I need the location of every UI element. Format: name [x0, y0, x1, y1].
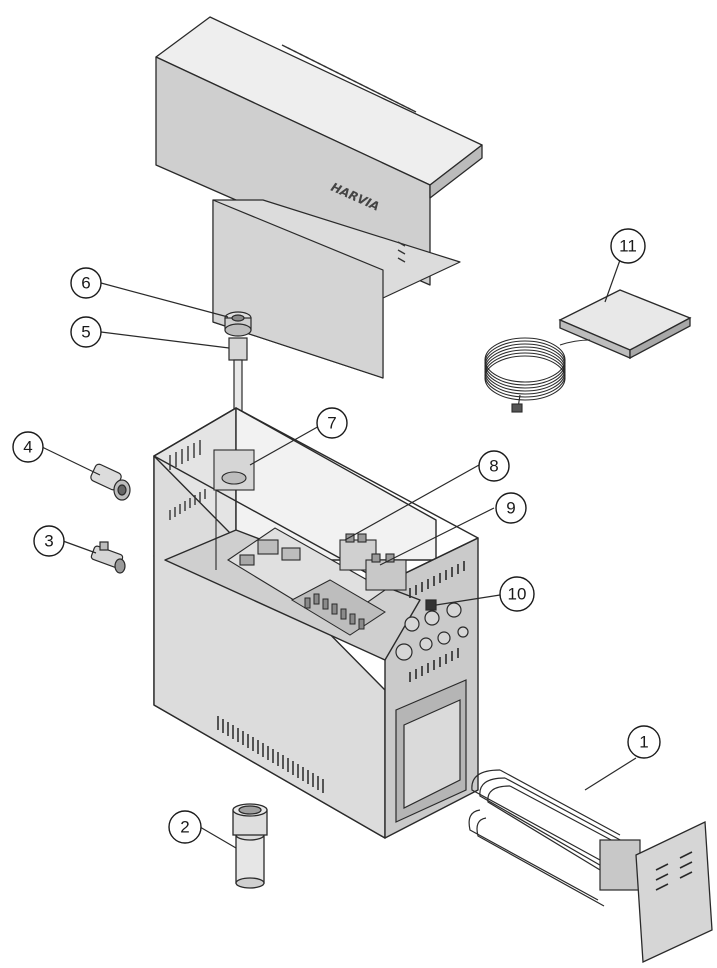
sensor-bracket [213, 449, 255, 570]
inner-panel [212, 199, 461, 379]
svg-text:4: 4 [23, 438, 32, 457]
sleeve [232, 803, 268, 889]
heating-element [468, 769, 641, 907]
svg-text:6: 6 [81, 274, 90, 293]
valve [90, 541, 126, 574]
svg-text:10: 10 [508, 585, 527, 604]
left-vents [169, 440, 206, 520]
control-cable [484, 337, 591, 413]
callout-7: 7 [316, 407, 348, 439]
callout-4: 4 [12, 431, 44, 463]
svg-text:11: 11 [619, 237, 637, 256]
right-panel-details [395, 561, 469, 823]
callout-1: 1 [627, 725, 661, 759]
callout-2: 2 [168, 810, 202, 844]
callout-3: 3 [33, 525, 65, 557]
callout-8: 8 [478, 450, 510, 482]
heater-flange [635, 820, 713, 963]
callout-11: 11 [610, 228, 646, 264]
top-cover [155, 16, 483, 286]
callout-5: 5 [70, 316, 102, 348]
svg-text:9: 9 [506, 499, 515, 518]
svg-text:8: 8 [489, 457, 498, 476]
svg-text:7: 7 [327, 414, 336, 433]
callout-10: 10 [499, 576, 535, 612]
callout-6: 6 [70, 267, 102, 299]
svg-text:5: 5 [81, 323, 90, 342]
leader-lines [41, 259, 637, 849]
elbow-fitting [90, 463, 131, 501]
callout-9: 9 [495, 492, 527, 524]
control-panel [558, 289, 692, 360]
nut-cap [224, 311, 252, 337]
front-vents [217, 716, 324, 793]
level-pipe [228, 337, 248, 441]
svg-text:3: 3 [44, 532, 53, 551]
terminal-block [290, 579, 386, 636]
svg-text:2: 2 [180, 818, 189, 837]
svg-text:1: 1 [639, 733, 648, 752]
